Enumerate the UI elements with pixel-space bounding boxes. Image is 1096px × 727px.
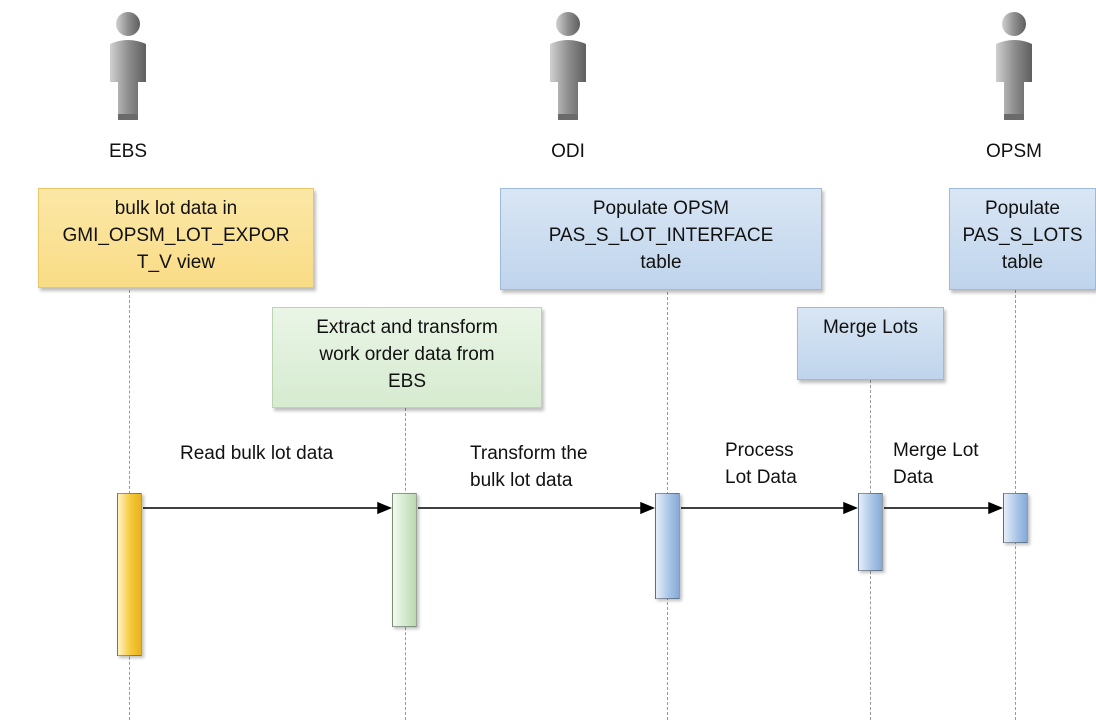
note-populate-lots: Populate PAS_S_LOTS table xyxy=(949,188,1096,290)
note-populate-interface-text: Populate OPSM PAS_S_LOT_INTERFACE table xyxy=(548,198,774,273)
activation-odi xyxy=(655,493,680,599)
message-transform-label: Transform the bulk lot data xyxy=(470,443,588,491)
message-read-label: Read bulk lot data xyxy=(180,443,334,464)
note-extract-transform: Extract and transform work order data fr… xyxy=(272,307,542,408)
note-populate-lots-text: Populate PAS_S_LOTS table xyxy=(962,198,1083,273)
note-ebs-bulk-lot-data-text: bulk lot data in GMI_OPSM_LOT_EXPOR T_V … xyxy=(62,198,290,273)
note-ebs-bulk-lot-data: bulk lot data in GMI_OPSM_LOT_EXPOR T_V … xyxy=(38,188,314,288)
actor-opsm-icon xyxy=(984,10,1044,122)
message-process-label: Process Lot Data xyxy=(725,440,797,488)
note-merge-lots: Merge Lots xyxy=(797,307,944,380)
arrow-read-head xyxy=(377,501,392,515)
activation-merge xyxy=(858,493,883,571)
activation-extract xyxy=(392,493,417,627)
actor-label-opsm: OPSM xyxy=(986,141,1042,162)
arrow-merge-head xyxy=(988,501,1003,515)
note-populate-interface: Populate OPSM PAS_S_LOT_INTERFACE table xyxy=(500,188,822,290)
message-merge-label: Merge Lot Data xyxy=(893,440,979,488)
arrow-transform-head xyxy=(640,501,655,515)
arrow-process-head xyxy=(843,501,858,515)
actor-odi-icon xyxy=(538,10,598,122)
note-extract-transform-text: Extract and transform work order data fr… xyxy=(316,317,498,392)
activation-opsm xyxy=(1003,493,1028,543)
actor-label-ebs: EBS xyxy=(108,141,148,162)
note-merge-lots-text: Merge Lots xyxy=(822,317,919,338)
activation-ebs xyxy=(117,493,142,656)
actor-label-odi: ODI xyxy=(551,141,585,162)
actor-ebs-icon xyxy=(98,10,158,122)
